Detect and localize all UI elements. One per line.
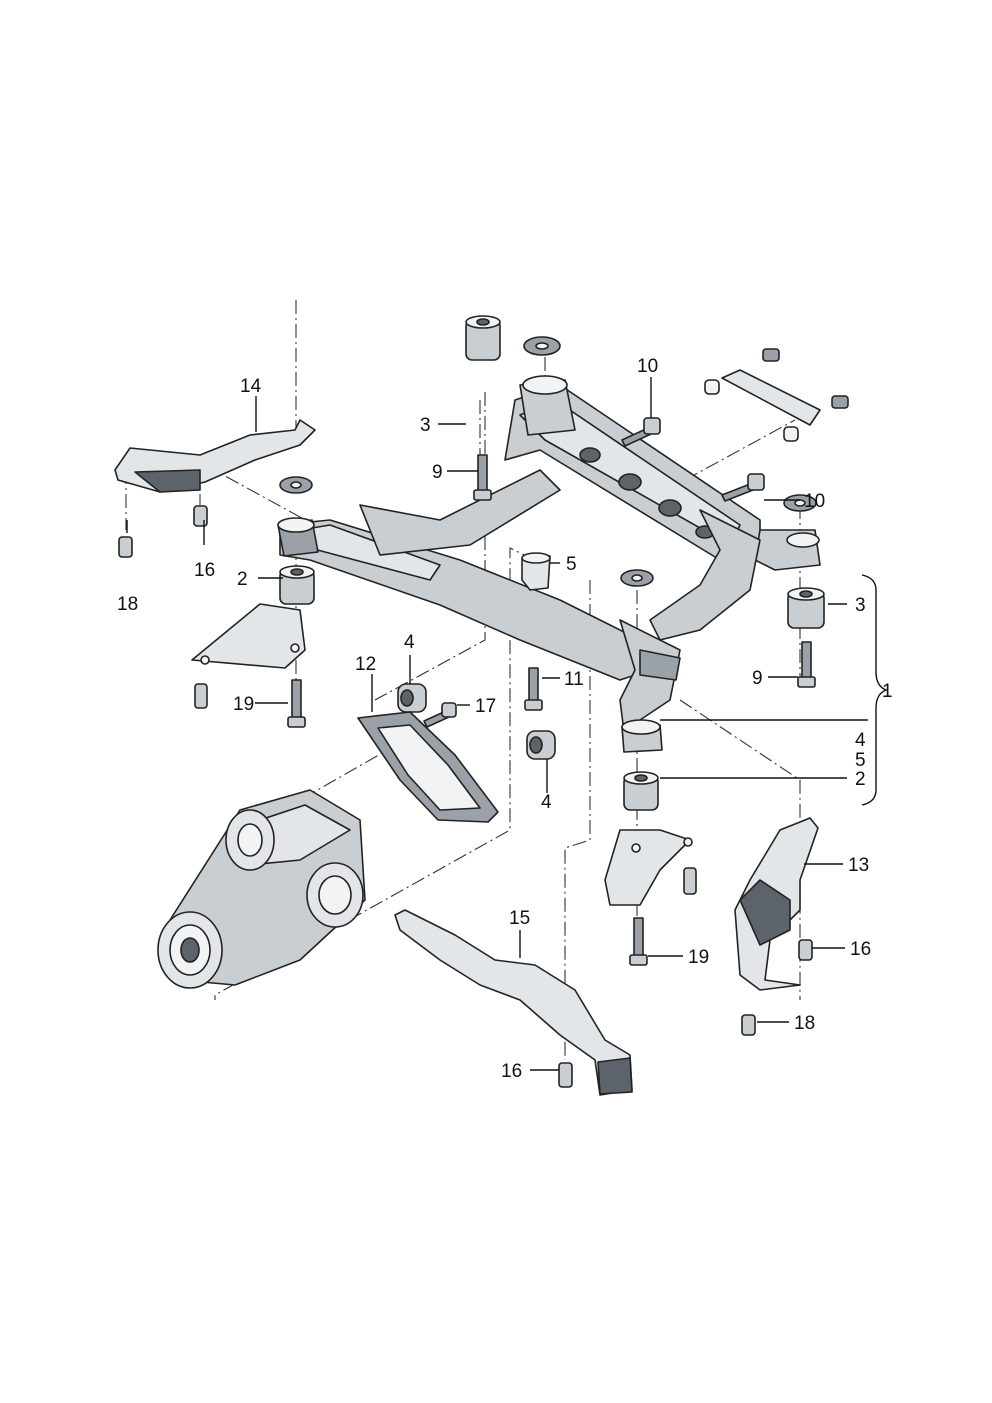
callout-14: 14: [240, 376, 262, 397]
bushing-3-right: [787, 587, 825, 629]
callout-16-left: 16: [194, 560, 215, 581]
bolts: [118, 417, 816, 1088]
bushing-2-left: [279, 565, 315, 605]
callout-5-right: 5: [855, 750, 866, 771]
callout-5-center: 5: [566, 554, 577, 575]
callout-10-upper: 10: [637, 356, 658, 377]
rear-differential: [157, 789, 366, 989]
callout-16-right: 16: [850, 939, 871, 960]
callout-4-lower: 4: [541, 792, 552, 813]
callout-19-left: 19: [233, 694, 254, 715]
callout-10-lower: 10: [804, 491, 825, 512]
mount-bracket-right: [604, 829, 693, 906]
bushing-4-lower: [526, 730, 556, 760]
callout-17: 17: [475, 696, 496, 717]
tie-rod-link: [704, 348, 849, 442]
callout-19-right: 19: [688, 947, 709, 968]
callout-1: 1: [882, 681, 893, 702]
callout-labels: 1 2 2 3 3 4 4 4 5 5 9 9 10 10 11 12 13 1…: [117, 356, 893, 1082]
callout-4-right: 4: [855, 730, 866, 751]
bushing-2-right: [623, 771, 659, 811]
callout-18-left: 18: [117, 594, 138, 615]
bushing-4-upper: [397, 683, 427, 713]
callout-3-left: 3: [420, 415, 431, 436]
leader-lines: [126, 377, 888, 1071]
callout-2-left: 2: [237, 569, 248, 590]
callout-12: 12: [355, 654, 376, 675]
callout-13: 13: [848, 855, 869, 876]
crossmember-plate-12: [357, 711, 499, 823]
callout-9-left: 9: [432, 462, 443, 483]
stop-washers: [279, 336, 817, 587]
rear-subframe: [277, 375, 821, 753]
heat-shield-15: [394, 909, 633, 1096]
mount-bracket-left: [191, 603, 306, 669]
callout-3-right: 3: [855, 595, 866, 616]
callout-11: 11: [564, 669, 584, 690]
bushing-3-left: [465, 315, 501, 361]
callout-4-upper: 4: [404, 632, 415, 653]
callout-18-right: 18: [794, 1013, 815, 1034]
callout-9-right: 9: [752, 668, 763, 689]
bushing-5: [521, 552, 551, 591]
callout-15: 15: [509, 908, 530, 929]
callout-2-right: 2: [855, 769, 866, 790]
callout-16-bottom: 16: [501, 1061, 522, 1082]
heat-shield-14: [114, 419, 316, 493]
bracket-13: [734, 817, 819, 991]
